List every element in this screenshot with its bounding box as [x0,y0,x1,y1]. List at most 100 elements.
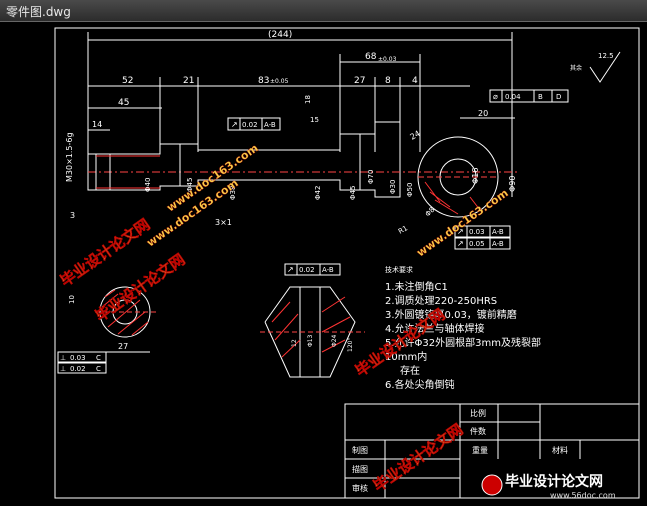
svg-text:A-B: A-B [492,228,504,236]
dim-83: 83 [258,76,269,86]
svg-text:A-B: A-B [264,121,276,129]
dim-phi45b: Φ45 [349,186,357,200]
svg-text:A-B: A-B [322,266,334,274]
tolerance-frame-5: ↗ 0.03 A-B [454,225,511,238]
svg-text:2.调质处理220-250HRS: 2.调质处理220-250HRS [385,295,497,307]
tb-weight: 重量 [472,445,488,455]
dim-phi30: Φ30 [389,180,397,194]
dim-24: 24 [409,129,422,142]
tb-checker: 审核 [352,483,368,493]
dim-phi45: Φ45 [186,178,194,192]
dim-20: 20 [478,109,488,118]
svg-text:12.5: 12.5 [598,52,614,60]
tb-drawn: 制图 [352,445,368,455]
title-block [344,403,640,499]
svg-text:↗: ↗ [231,120,238,129]
dim-r1: R1 [397,224,409,236]
dim-total-label: (244) [268,30,292,40]
watermarks: 毕业设计论文网 www.doc163.com 毕业设计论文网 www.doc16… [57,141,511,495]
dim-3x1: 3×1 [215,218,232,227]
dim-45: 45 [118,98,129,108]
svg-text:0.02: 0.02 [242,121,258,129]
svg-text:0.03: 0.03 [469,228,485,236]
dim-8: 8 [385,76,391,86]
svg-text:120°: 120° [347,338,354,352]
svg-text:0.02: 0.02 [299,266,315,274]
svg-text:C: C [96,365,101,373]
svg-text:6.各处尖角倒钝: 6.各处尖角倒钝 [385,378,455,391]
svg-text:0.02: 0.02 [70,365,86,373]
svg-text:D: D [556,93,561,101]
dim-68-tol: ±0.03 [378,56,397,63]
footer-logo: 毕业设计论文网 www.56doc.com [481,473,616,500]
svg-text:12: 12 [291,339,298,347]
svg-text:0.05: 0.05 [469,240,485,248]
dim-68-label: 68 [365,52,377,62]
svg-text:27: 27 [118,342,128,351]
dim-phi40: Φ40 [144,178,152,192]
shaft-body [87,121,520,198]
svg-text:⊥: ⊥ [60,365,66,373]
dim-14: 14 [92,120,102,129]
dim-phi42: Φ42 [314,186,322,200]
window-title: 零件图.dwg [6,5,71,19]
dim-phi16: Φ16 [471,168,480,184]
flange [417,136,499,218]
svg-text:www.56doc.com: www.56doc.com [550,491,616,500]
svg-text:3.外圆镀铬厚0.03，镀前精磨: 3.外圆镀铬厚0.03，镀前精磨 [385,308,517,321]
svg-text:↗: ↗ [457,227,464,236]
dim-4: 4 [412,76,418,86]
svg-text:4.允许法兰与轴体焊接: 4.允许法兰与轴体焊接 [385,322,485,335]
dim-phi90: Φ90 [508,176,517,192]
tb-qty: 件数 [470,426,486,436]
svg-text:5.允许Φ32外圆根部3mm及残裂部: 5.允许Φ32外圆根部3mm及残裂部 [385,336,541,349]
dim-total [87,32,513,197]
svg-text:⌀: ⌀ [493,92,498,101]
dim-3: 3 [70,211,75,220]
svg-text:技术要求: 技术要求 [385,265,413,274]
svg-text:毕业设计论文网: 毕业设计论文网 [505,473,603,490]
drawing-canvas[interactable]: (244) 68 ±0.03 52 21 83 ±0.05 27 8 4 45 … [0,22,647,502]
svg-text:1.未注倒角C1: 1.未注倒角C1 [385,280,448,293]
dim-phi38: Φ38 [229,186,237,200]
dim-15: 15 [310,116,319,124]
tb-material: 材料 [552,445,568,455]
window-titlebar: 零件图.dwg [0,0,647,22]
tb-drafter: 描图 [352,464,368,474]
svg-text:↗: ↗ [287,265,294,274]
tolerance-frame-9: ⊥ 0.02 C [57,362,107,374]
svg-text:C: C [96,354,101,362]
svg-text:0.03: 0.03 [70,354,86,362]
dim-21: 21 [183,76,194,86]
tolerance-frame-7: ↗ 0.02 A-B [284,263,341,276]
drawing-border [54,27,640,499]
tolerance-frame-3: ⌀ 0.04 B D [489,89,569,103]
section-right: 12 Φ13 Φ24 120° [260,286,365,378]
dim-52: 52 [122,76,133,86]
svg-text:A-B: A-B [492,240,504,248]
svg-text:Φ24: Φ24 [331,334,338,347]
dim-83-tol: ±0.05 [270,78,289,85]
technical-notes: 技术要求 1.未注倒角C1 2.调质处理220-250HRS 3.外圆镀铬厚0.… [385,265,541,391]
svg-text:↗: ↗ [457,239,464,248]
dim-phi70: Φ70 [367,170,375,184]
dim-holes: Φ8 [424,206,437,219]
svg-text:10: 10 [68,295,76,304]
dim-27: 27 [354,76,365,86]
svg-text:毕业设计论文网: 毕业设计论文网 [370,420,466,495]
dim-phi50: Φ50 [406,183,414,197]
svg-text:0.04: 0.04 [505,93,521,101]
tolerance-frame-1: ↗ 0.02 A-B [227,117,281,131]
dim-18: 18 [304,95,312,104]
svg-text:B: B [538,93,543,101]
cad-drawing: (244) 68 ±0.03 52 21 83 ±0.05 27 8 4 45 … [54,27,640,500]
svg-text:10mm内: 10mm内 [385,350,427,363]
svg-text:Φ13: Φ13 [307,334,314,347]
tb-scale: 比例 [470,408,486,418]
tolerance-frame-8: ⊥ 0.03 C [57,351,107,363]
thread-callout: M30×1.5-6g [65,132,74,182]
roughness-symbol: 12.5 其余 [570,51,621,83]
svg-text:其余: 其余 [570,64,582,72]
svg-text:⊥: ⊥ [60,354,66,362]
tolerance-frame-6: ↗ 0.05 A-B [454,237,511,250]
